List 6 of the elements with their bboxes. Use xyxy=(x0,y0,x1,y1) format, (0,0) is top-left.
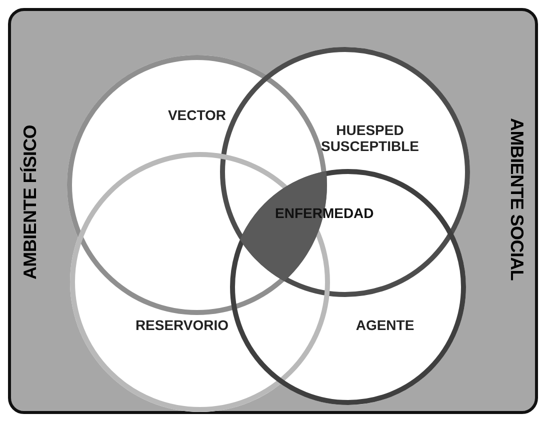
circle-label: RESERVORIO xyxy=(134,317,230,333)
circle-label: VECTOR xyxy=(166,107,228,123)
circle-label: HUESPED SUSCEPTIBLE xyxy=(320,122,420,154)
side-label: AMBIENTE FÍSICO xyxy=(20,125,41,280)
side-label: AMBIENTE SOCIAL xyxy=(506,118,527,281)
circle-label: AGENTE xyxy=(354,317,416,333)
